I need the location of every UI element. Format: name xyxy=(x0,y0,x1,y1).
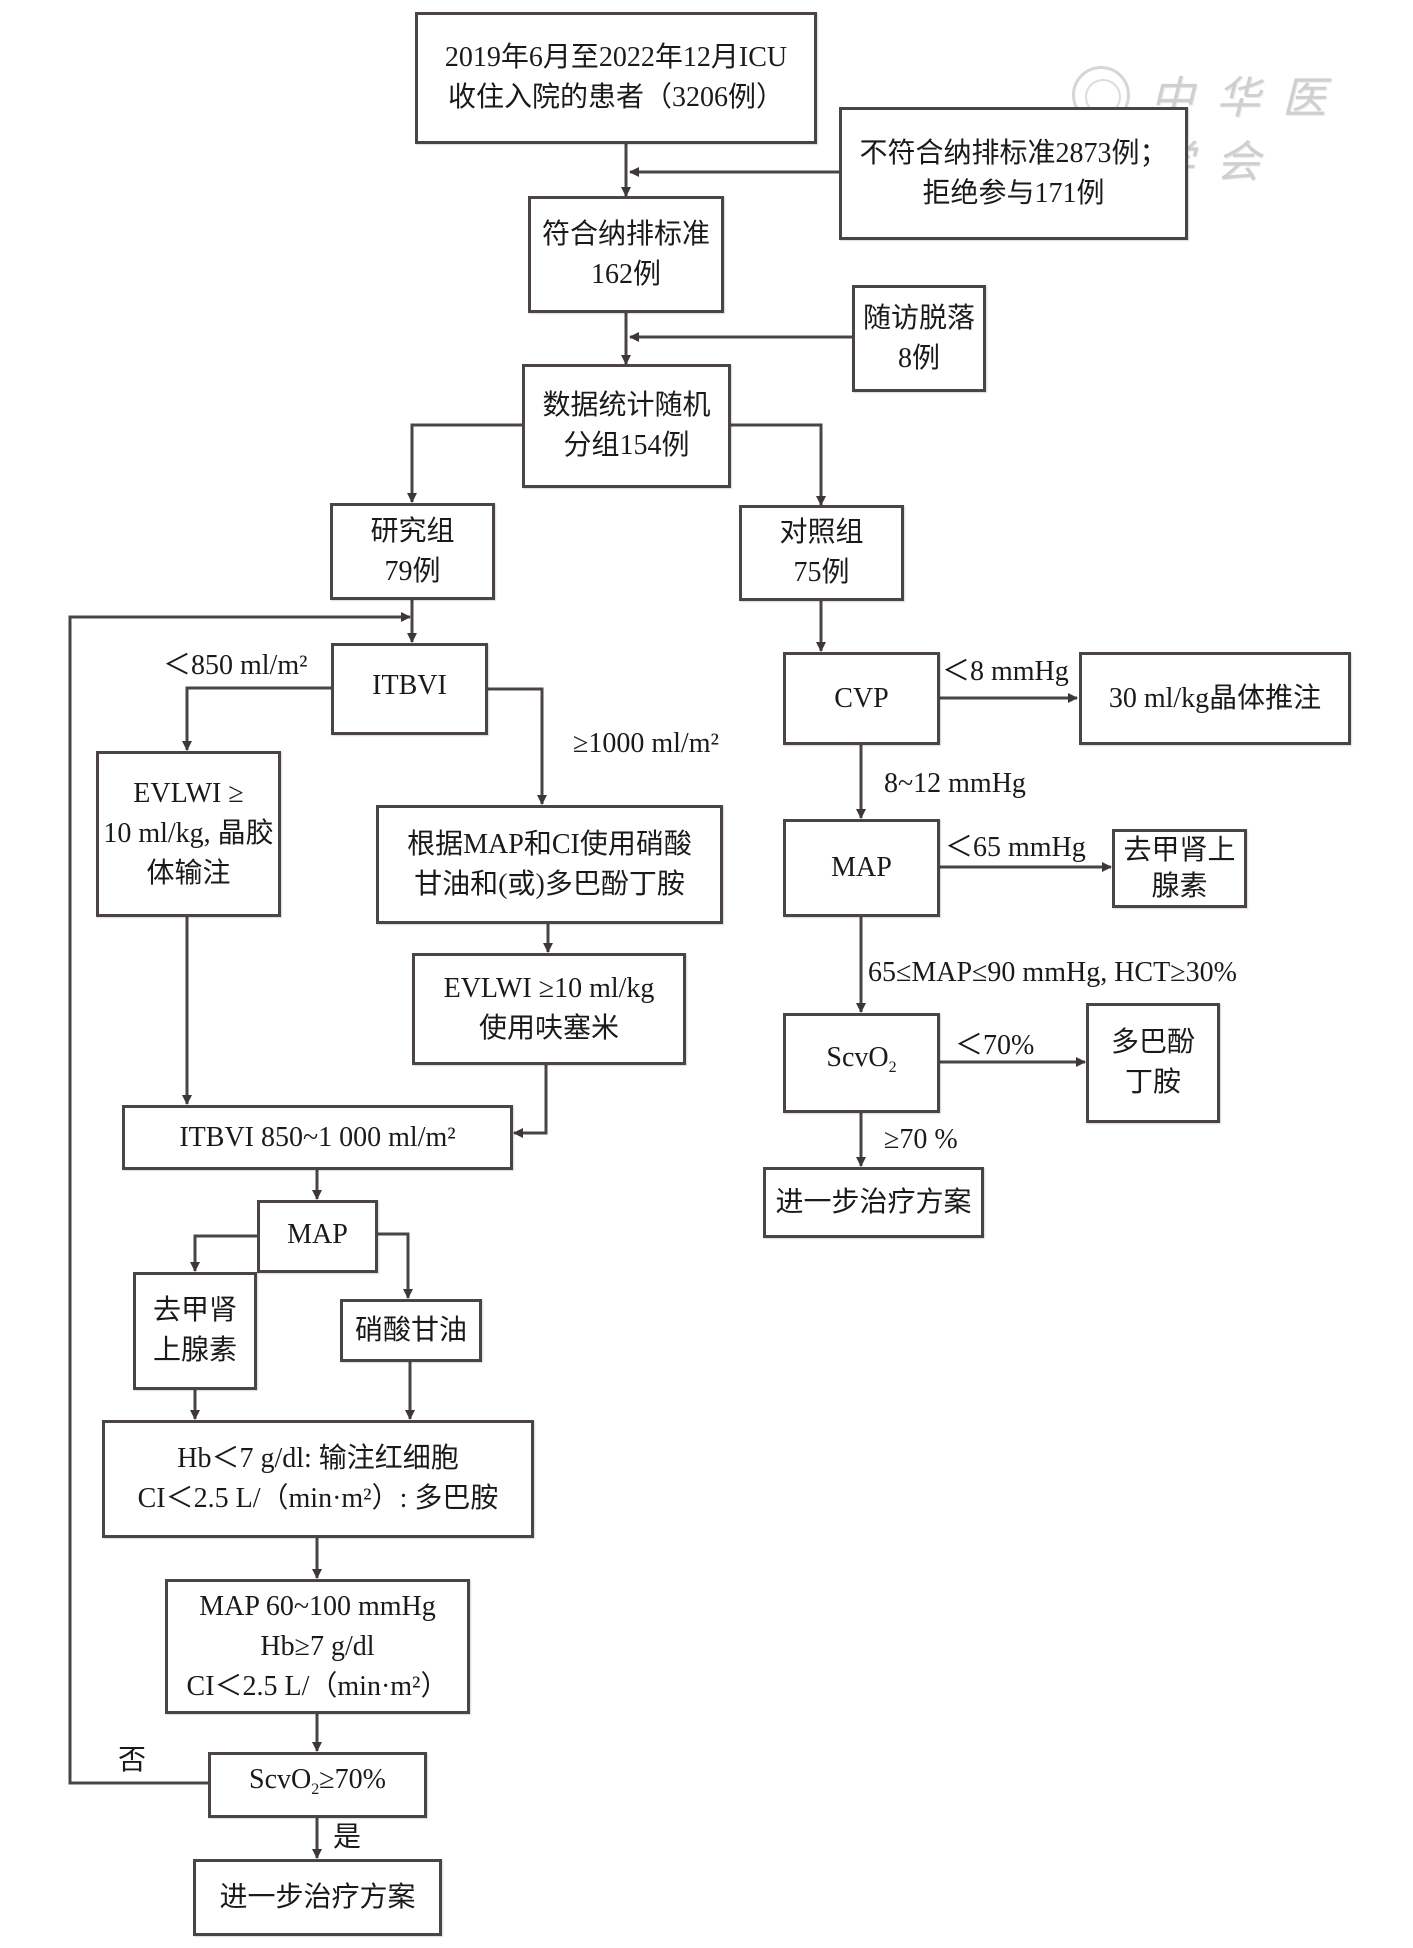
randomized-box: 数据统计随机 分组154例 xyxy=(522,364,731,488)
box-text-line: 8例 xyxy=(897,342,940,374)
label-yes: 是 xyxy=(333,1822,362,1853)
scvo2-check-box: ScvO2≥70% xyxy=(208,1752,427,1818)
label-cvp-low: ＜8 mmHg xyxy=(942,656,1069,687)
evlwi-fluid-box: EVLWI ≥ 10 ml/kg, 晶胶 体输注 xyxy=(96,751,281,917)
arrow-map-to-nitro xyxy=(377,1232,413,1299)
box-text-line: 75例 xyxy=(793,557,850,588)
label-cvp-normal: 8~12 mmHg xyxy=(884,768,1026,799)
box-text-line: 多巴酚 xyxy=(1110,1027,1195,1058)
box-text-line: 使用呋塞米 xyxy=(478,1013,619,1044)
box-text-line: 研究组 xyxy=(370,515,455,547)
box-text-line: 分组154例 xyxy=(563,430,690,461)
box-text-line: 硝酸甘油 xyxy=(354,1314,467,1346)
box-text-line: CI＜2.5 L/（min·m²）: 多巴胺 xyxy=(137,1483,499,1514)
study-group-box: 研究组 79例 xyxy=(330,503,495,600)
itbvi-box: ITBVI xyxy=(331,643,488,735)
control-map-box: MAP xyxy=(783,819,940,917)
arrow-map-to-norepi xyxy=(190,1234,257,1272)
label-no: 否 xyxy=(118,1745,147,1776)
arrow-to-study-group xyxy=(407,423,522,503)
scvo2-subscript: 2 xyxy=(311,1781,320,1798)
box-text-line: 根据MAP和CI使用硝酸 xyxy=(407,828,692,860)
dobutamine-box: 多巴酚 丁胺 xyxy=(1086,1003,1220,1123)
itbvi-target-box: ITBVI 850~1 000 ml/m² xyxy=(122,1105,513,1170)
scvo2-subscript: 2 xyxy=(888,1059,897,1076)
cvp-box: CVP xyxy=(783,652,940,745)
scvo2-threshold: ≥70% xyxy=(319,1764,386,1795)
box-text-line: CI＜2.5 L/（min·m²） xyxy=(186,1670,449,1702)
box-text-line: 去甲肾 xyxy=(152,1295,237,1326)
box-text-line: 10 ml/kg, 晶胶 xyxy=(103,818,274,849)
box-text-line: 进一步治疗方案 xyxy=(775,1186,972,1218)
scvo2-text: ScvO xyxy=(826,1042,889,1073)
map-ci-drug-box: 根据MAP和CI使用硝酸 甘油和(或)多巴酚丁胺 xyxy=(376,805,723,924)
box-text-line: 数据统计随机 xyxy=(542,390,711,421)
box-text-line: 去甲肾上 xyxy=(1123,834,1236,866)
box-text-line: 162例 xyxy=(590,258,661,290)
box-text-line: 不符合纳排标准2873例； xyxy=(859,137,1168,169)
box-text-line: 上腺素 xyxy=(152,1335,237,1366)
box-text-line: 体输注 xyxy=(146,858,231,889)
label-itbvi-high: ≥1000 ml/m² xyxy=(573,728,719,759)
box-text-line: ScvO2 xyxy=(826,1038,896,1088)
control-norepinephrine-box: 去甲肾上 腺素 xyxy=(1112,829,1247,908)
admitted-patients-box: 2019年6月至2022年12月ICU 收住入院的患者（3206例） xyxy=(415,12,817,144)
box-text-line: MAP xyxy=(831,852,892,883)
box-text-line: EVLWI ≥10 ml/kg xyxy=(443,973,655,1004)
box-text-line: 79例 xyxy=(384,555,441,587)
control-scvo2-box: ScvO2 xyxy=(783,1013,940,1113)
box-text-line: 丁胺 xyxy=(1124,1067,1181,1098)
box-text-line: MAP xyxy=(287,1219,348,1250)
box-text-line: Hb＜7 g/dl: 输注红细胞 xyxy=(177,1443,459,1474)
nitroglycerin-box: 硝酸甘油 xyxy=(340,1299,482,1362)
targets-box: MAP 60~100 mmHg Hb≥7 g/dl CI＜2.5 L/（min·… xyxy=(165,1579,470,1714)
label-scvo2-ok: ≥70 % xyxy=(884,1124,958,1155)
box-text-line: 进一步治疗方案 xyxy=(219,1881,416,1913)
arrow-evlwi-high-to-target xyxy=(513,1064,548,1138)
study-next-treatment-box: 进一步治疗方案 xyxy=(193,1859,442,1936)
box-text-line: 拒绝参与171例 xyxy=(922,177,1105,209)
label-map-low: ＜65 mmHg xyxy=(945,832,1086,863)
box-text-line: Hb≥7 g/dl xyxy=(260,1630,375,1662)
box-text-line: 符合纳排标准 xyxy=(541,218,710,250)
box-text-line: 腺素 xyxy=(1151,870,1208,902)
label-map-target: 65≤MAP≤90 mmHg, HCT≥30% xyxy=(868,957,1237,988)
box-text-line: 2019年6月至2022年12月ICU xyxy=(444,42,788,73)
arrow-loop-back xyxy=(68,612,411,1785)
box-text-line: EVLWI ≥ xyxy=(133,778,244,809)
box-text-line: 30 ml/kg晶体推注 xyxy=(1108,682,1322,714)
box-text-line: CVP xyxy=(834,682,889,714)
excluded-box: 不符合纳排标准2873例； 拒绝参与171例 xyxy=(839,107,1188,240)
box-text-line: 对照组 xyxy=(779,517,864,548)
study-norepinephrine-box: 去甲肾 上腺素 xyxy=(133,1272,257,1390)
control-group-box: 对照组 75例 xyxy=(739,505,904,601)
study-map-box: MAP xyxy=(257,1200,378,1273)
label-itbvi-low: ＜850 ml/m² xyxy=(163,650,308,681)
hb-ci-box: Hb＜7 g/dl: 输注红细胞 CI＜2.5 L/（min·m²）: 多巴胺 xyxy=(102,1420,534,1538)
box-text-line: ITBVI 850~1 000 ml/m² xyxy=(179,1121,456,1153)
evlwi-furosemide-box: EVLWI ≥10 ml/kg 使用呋塞米 xyxy=(412,953,686,1065)
control-next-treatment-box: 进一步治疗方案 xyxy=(763,1167,984,1238)
lost-followup-box: 随访脱落 8例 xyxy=(852,285,986,392)
box-text-line: 收住入院的患者（3206例） xyxy=(447,82,784,113)
scvo2-text: ScvO xyxy=(249,1764,312,1795)
label-scvo2-low: ＜70% xyxy=(955,1030,1035,1061)
arrow-to-control-group xyxy=(730,423,826,506)
box-text-line: ITBVI xyxy=(372,670,447,701)
eligible-box: 符合纳排标准 162例 xyxy=(528,196,724,313)
box-text-line: ScvO2≥70% xyxy=(249,1760,386,1810)
box-text-line: 甘油和(或)多巴酚丁胺 xyxy=(414,868,685,900)
arrow-itbvi-low xyxy=(182,686,331,751)
arrow-itbvi-high xyxy=(487,687,547,805)
box-text-line: MAP 60~100 mmHg xyxy=(199,1590,436,1622)
box-text-line: 随访脱落 xyxy=(862,302,975,334)
crystalloid-box: 30 ml/kg晶体推注 xyxy=(1079,652,1351,745)
